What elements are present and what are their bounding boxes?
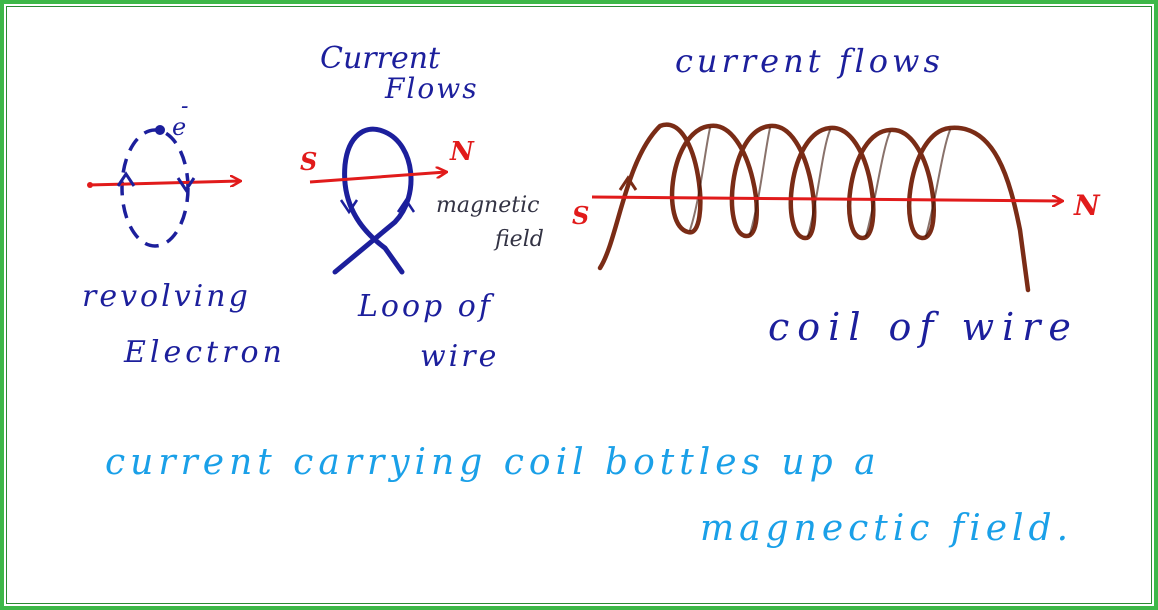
coil-wire	[597, 122, 1031, 293]
statement-line2: magnectic field.	[700, 508, 1073, 549]
electron-charge-sign: -	[181, 94, 188, 119]
wire-loop	[332, 126, 414, 275]
loop-of-wire-panel: Current Flows S N magnetic field Loop of…	[300, 41, 544, 374]
loop-caption-line1: Loop of	[357, 289, 495, 324]
loop-caption-line2: wire	[420, 339, 499, 374]
loop-axis-arrow	[309, 172, 446, 184]
loop-arrow-up-icon	[396, 197, 416, 213]
coil-title: current flows	[675, 42, 944, 80]
electron-orbit	[120, 128, 190, 248]
electron-caption-line2: Electron	[123, 335, 286, 370]
coil-of-wire-panel: current flows S N coil of wire	[572, 42, 1101, 349]
electron-axis-tail-dot	[87, 182, 93, 188]
coil-caption: coil of wire	[768, 305, 1079, 349]
loop-arrow-down-icon	[339, 199, 359, 215]
magnetic-field-label-line2: field	[493, 227, 544, 252]
orbit-arrow-up-icon	[116, 171, 136, 187]
coil-north-label: N	[1073, 189, 1101, 222]
loop-title-line1: Current	[320, 41, 441, 76]
revolving-electron-panel: e - revolving Electron	[82, 94, 286, 370]
magnetic-field-label-line1: magnetic	[436, 193, 539, 218]
statement-line1: current carrying coil bottles up a	[105, 442, 881, 483]
electron-symbol: e	[172, 113, 186, 141]
coil-arrow-up-icon	[618, 175, 638, 191]
orbit-arrow-down-icon	[176, 177, 196, 193]
electron-caption-line1: revolving	[82, 279, 251, 314]
loop-title-line2: Flows	[384, 72, 479, 105]
coil-wire-shade	[689, 127, 951, 237]
statement: current carrying coil bottles up a magne…	[105, 442, 1073, 549]
electron-dot	[155, 125, 165, 135]
coil-south-label: S	[572, 201, 589, 230]
loop-north-label: N	[449, 137, 475, 167]
electron-axis-arrow	[87, 181, 240, 185]
loop-south-label: S	[300, 147, 317, 176]
coil-axis-arrow	[591, 197, 1062, 201]
